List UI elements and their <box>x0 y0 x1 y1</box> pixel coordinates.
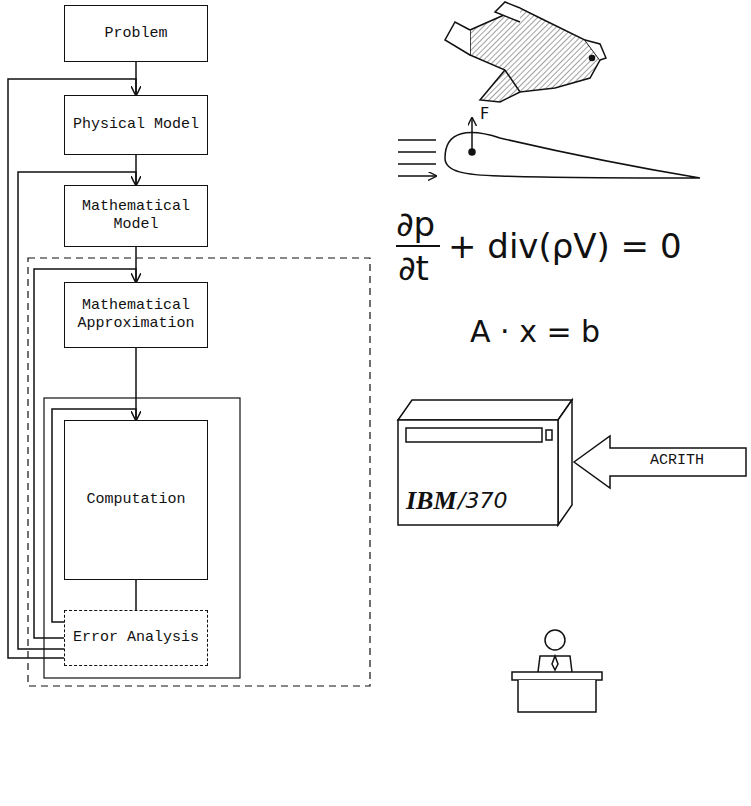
equation: + div(ρV) = 0 <box>448 226 682 266</box>
computer-cabinet <box>398 400 572 525</box>
box-label: Computation <box>80 491 191 509</box>
equation-term: ∂t <box>398 248 429 288</box>
equation-term: ∂p <box>396 204 435 244</box>
process-box: Physical Model <box>64 95 208 155</box>
process-box: Problem <box>64 5 208 62</box>
person-at-desk <box>512 630 602 712</box>
flow-line <box>135 580 137 610</box>
process-box: Error Analysis <box>64 610 208 666</box>
fraction-bar <box>396 245 440 247</box>
airfoil <box>398 118 700 178</box>
box-label: Problem <box>98 25 173 43</box>
dashed-frame <box>28 258 370 686</box>
box-label: Error Analysis <box>67 629 205 647</box>
box-label: Mathematical Model <box>65 198 207 234</box>
process-box: Mathematical Model <box>64 185 208 247</box>
force-label: F <box>480 104 489 123</box>
computation-frame <box>44 398 240 678</box>
model-number: /370 <box>458 488 507 513</box>
space-shuttle <box>445 2 606 102</box>
box-label: Mathematical Approximation <box>65 297 207 333</box>
process-box: Mathematical Approximation <box>64 282 208 348</box>
box-label: Physical Model <box>67 116 205 134</box>
equation: A · x = b <box>470 314 600 349</box>
acrith-arrow <box>574 436 746 488</box>
logo-text: IBM <box>406 486 457 516</box>
process-box: Computation <box>64 420 208 580</box>
software-label: ACRITH <box>650 452 704 469</box>
